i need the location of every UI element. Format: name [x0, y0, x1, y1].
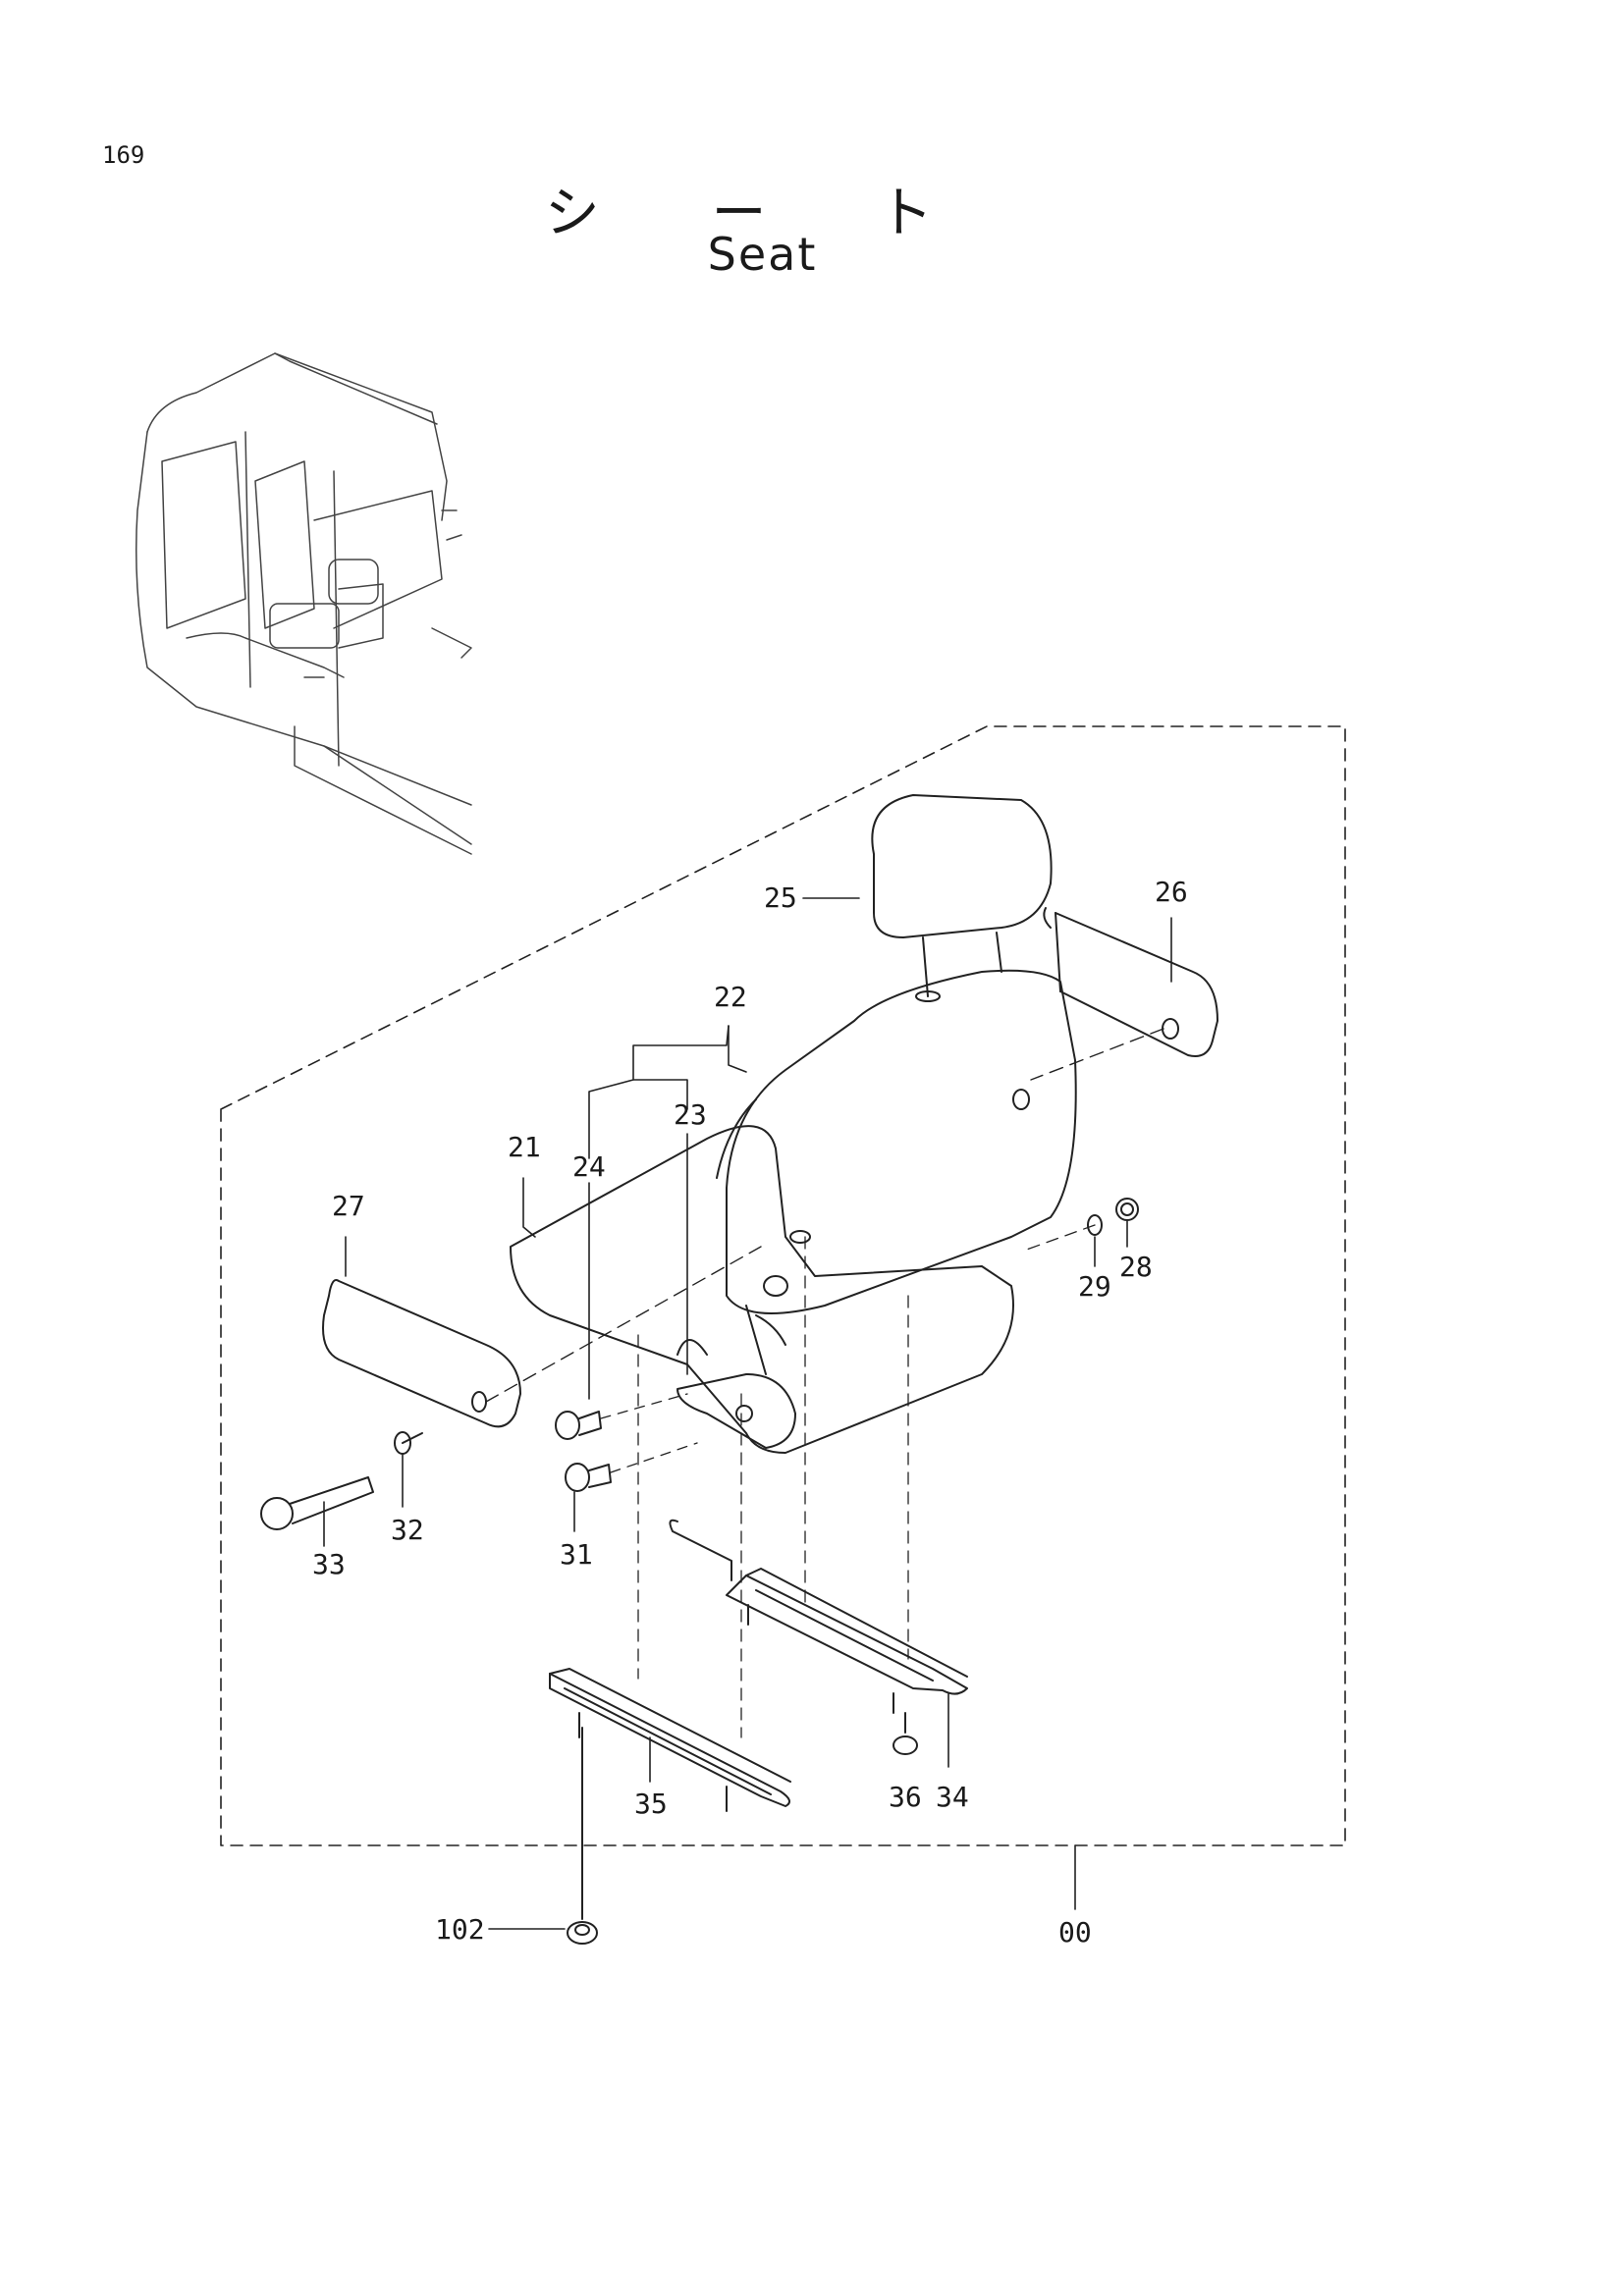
nut-28 [1115, 1198, 1139, 1221]
seat-assembly [510, 969, 1077, 1454]
callout-22: 22 [714, 981, 747, 1013]
callout-32: 32 [391, 1514, 424, 1546]
slide-rail-35 [549, 1668, 791, 1812]
callout-21: 21 [508, 1131, 541, 1163]
page-title: Seat [707, 228, 818, 281]
callout-26: 26 [1155, 876, 1188, 908]
callout-27: 27 [332, 1190, 365, 1222]
armrest-right [1012, 907, 1218, 1110]
callout-29: 29 [1078, 1270, 1111, 1303]
nut-102 [567, 1727, 598, 1945]
washer-32 [394, 1431, 411, 1455]
mount-lines [637, 1236, 909, 1738]
callout-labels: 25 26 22 23 24 21 27 28 29 32 33 31 36 3… [312, 876, 1188, 1949]
slide-rail-34 [669, 1519, 968, 1714]
callout-25: 25 [764, 881, 797, 914]
washer-29 [1020, 1214, 1103, 1253]
callout-36: 36 [889, 1781, 922, 1813]
callout-31: 31 [560, 1538, 593, 1571]
cab-location-illustration [135, 352, 472, 855]
callout-33: 33 [312, 1548, 346, 1580]
callout-23: 23 [674, 1098, 707, 1131]
headrest [871, 794, 1053, 1002]
leader-lines [323, 897, 1172, 1930]
callout-00: 00 [1058, 1916, 1092, 1949]
assembly-boundary [220, 725, 1346, 1846]
callout-28: 28 [1119, 1251, 1153, 1283]
bolt-24 [555, 1393, 688, 1440]
armrest-left [322, 1246, 762, 1444]
bolt-36 [893, 1712, 918, 1755]
bolt-31 [565, 1442, 698, 1492]
callout-24: 24 [572, 1150, 606, 1183]
page-number: 169 [102, 141, 145, 169]
page-title-japanese: シ ー ト [544, 182, 981, 245]
callout-35: 35 [634, 1788, 668, 1820]
callout-34: 34 [936, 1781, 969, 1813]
bolt-33 [260, 1476, 374, 1530]
callout-102: 102 [435, 1913, 485, 1946]
